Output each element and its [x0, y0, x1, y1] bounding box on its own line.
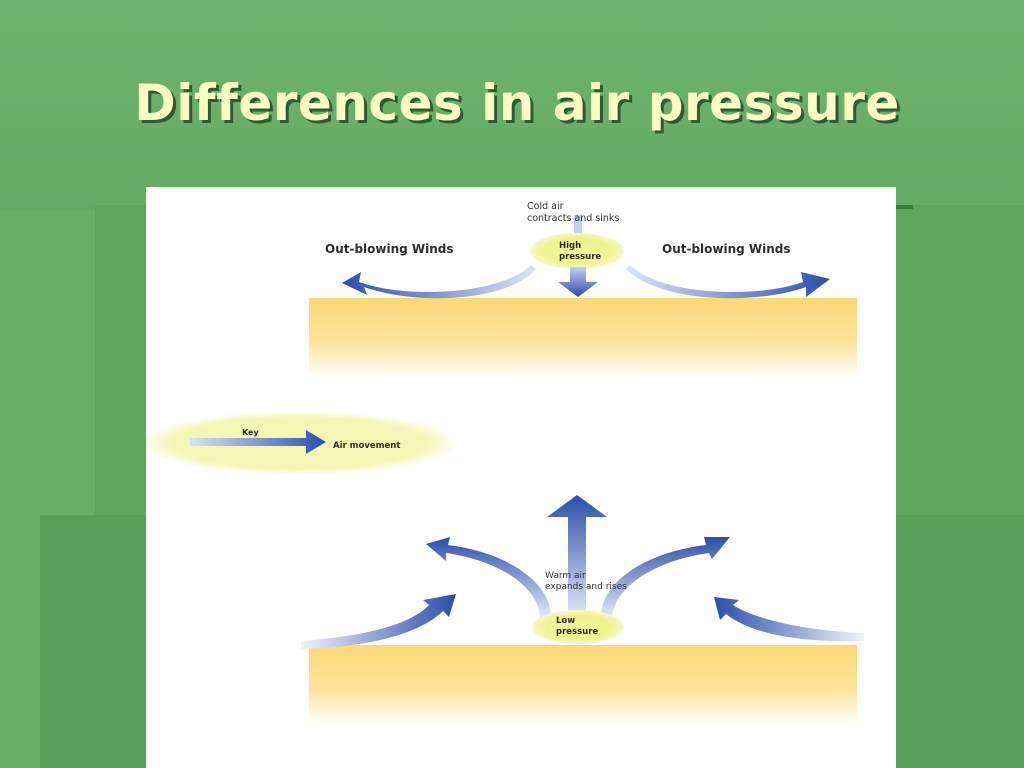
warm-air-caption-line2: expands and rises — [545, 582, 627, 592]
cold-air-caption-line1: Cold air — [527, 201, 564, 212]
key-arrow-sample — [190, 430, 326, 454]
ground-top — [309, 298, 857, 378]
air-pressure-diagram: Cold air contracts and sinks High pressu… — [146, 187, 896, 768]
out-blowing-wind-arrow-right — [626, 265, 830, 299]
high-pressure-label-line2: pressure — [559, 252, 601, 262]
background-band-top — [0, 0, 1024, 210]
diagram-canvas: Cold air contracts and sinks High pressu… — [146, 201, 864, 725]
high-pressure-label-line1: High — [559, 241, 581, 251]
low-pressure-label-line1: Low — [556, 616, 575, 626]
low-pressure-bubble — [532, 610, 624, 644]
key-air-movement-label: Air movement — [333, 441, 400, 451]
key-title: Key — [242, 428, 259, 437]
low-pressure-label-line2: pressure — [556, 627, 598, 637]
figure-shadow-edge — [893, 205, 913, 209]
inflow-wind-arrow-right — [714, 597, 864, 642]
warm-air-caption-line1: Warm air — [545, 571, 586, 581]
rising-air-arrow-right — [601, 537, 730, 617]
rising-air-arrow-center — [547, 495, 607, 617]
sinking-air-stem-top — [574, 215, 582, 237]
rising-air-arrow-left — [426, 537, 551, 617]
cold-air-caption-line2: contracts and sinks — [527, 213, 619, 224]
slide-title: Differences in air pressure — [134, 74, 900, 132]
high-pressure-bubble — [530, 233, 624, 269]
sinking-air-arrow — [558, 267, 598, 297]
out-blowing-winds-label-right: Out-blowing Winds — [662, 242, 791, 256]
out-blowing-wind-arrow-left — [342, 265, 536, 299]
out-blowing-winds-label-left: Out-blowing Winds — [325, 242, 454, 256]
inflow-wind-arrow-left — [301, 594, 456, 649]
ground-bottom — [309, 645, 857, 725]
